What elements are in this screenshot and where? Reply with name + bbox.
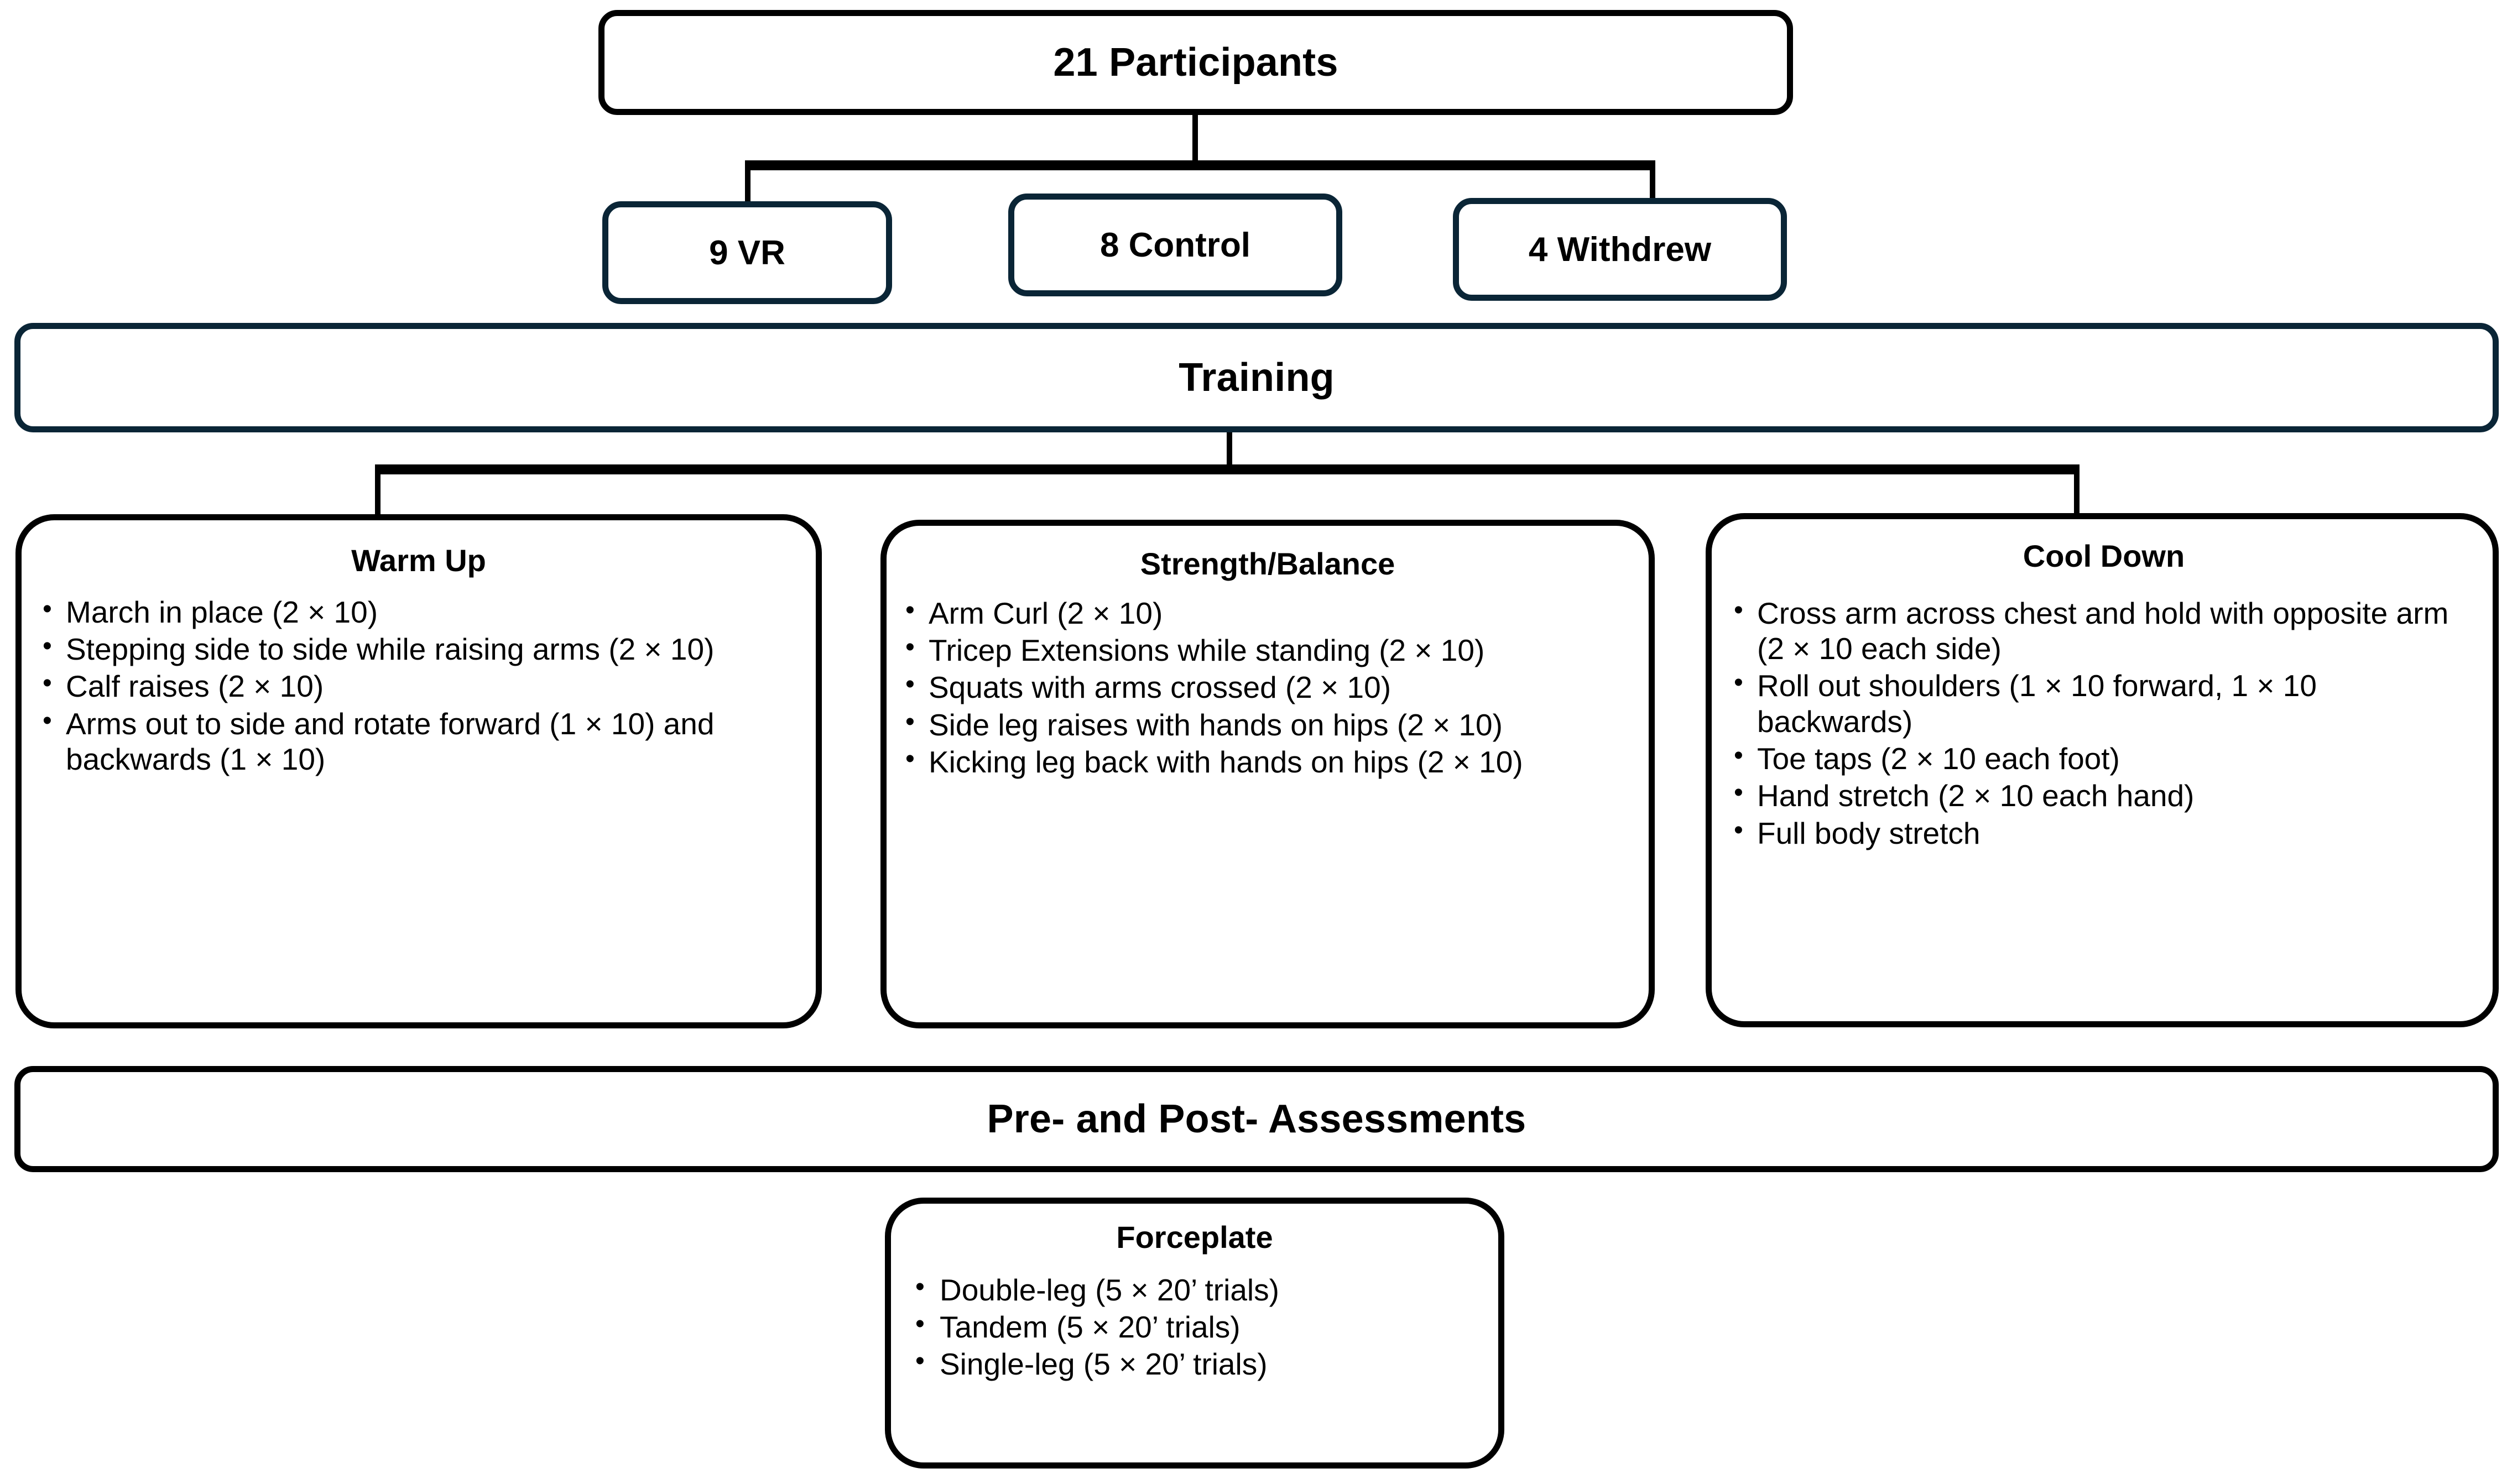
list-item: Roll out shoulders (1 × 10 forward, 1 × … — [1732, 667, 2476, 739]
list-item: Calf raises (2 × 10) — [40, 668, 797, 704]
connector-groups-bus — [745, 160, 1655, 170]
panel-cool-down-title: Cool Down — [2023, 539, 2185, 573]
list-item: Kicking leg back with hands on hips (2 ×… — [903, 744, 1632, 780]
connector-to-warmup — [375, 464, 381, 518]
list-item: Stepping side to side while raising arms… — [40, 631, 797, 667]
node-4-withdrew-label: 4 Withdrew — [1528, 230, 1712, 269]
node-9-vr: 9 VR — [602, 201, 892, 304]
list-item: Single-leg (5 × 20’ trials) — [906, 1346, 1483, 1382]
panel-forceplate: Forceplate Double-leg (5 × 20’ trials) T… — [885, 1198, 1504, 1469]
panel-strength-balance-list: Arm Curl (2 × 10) Tricep Extensions whil… — [903, 595, 1632, 780]
connector-to-vr — [745, 160, 751, 224]
list-item: Arms out to side and rotate forward (1 ×… — [40, 706, 797, 777]
panel-warm-up: Warm Up March in place (2 × 10) Stepping… — [15, 514, 822, 1028]
panel-warm-up-title: Warm Up — [351, 543, 486, 578]
node-8-control: 8 Control — [1008, 194, 1342, 296]
panel-forceplate-title: Forceplate — [1116, 1220, 1273, 1255]
connector-to-cooldown — [2074, 464, 2080, 518]
panel-strength-balance-title: Strength/Balance — [1140, 546, 1395, 581]
node-training: Training — [14, 323, 2499, 432]
node-9-vr-label: 9 VR — [709, 233, 785, 272]
panel-forceplate-list: Double-leg (5 × 20’ trials) Tandem (5 × … — [906, 1272, 1483, 1382]
node-pre-post-assessments: Pre- and Post- Assessments — [14, 1066, 2499, 1172]
panel-cool-down-list: Cross arm across chest and hold with opp… — [1732, 595, 2476, 851]
connector-training-stem — [1227, 432, 1232, 469]
connector-participants-stem — [1192, 115, 1198, 165]
panel-cool-down: Cool Down Cross arm across chest and hol… — [1706, 513, 2499, 1027]
list-item: Toe taps (2 × 10 each foot) — [1732, 740, 2476, 776]
list-item: March in place (2 × 10) — [40, 594, 797, 630]
node-21-participants-label: 21 Participants — [1053, 40, 1338, 85]
list-item: Hand stretch (2 × 10 each hand) — [1732, 777, 2476, 813]
connector-to-withdrew — [1650, 160, 1655, 224]
list-item: Cross arm across chest and hold with opp… — [1732, 595, 2476, 667]
node-21-participants: 21 Participants — [598, 10, 1793, 115]
list-item: Arm Curl (2 × 10) — [903, 595, 1632, 631]
list-item: Squats with arms crossed (2 × 10) — [903, 669, 1632, 705]
node-4-withdrew: 4 Withdrew — [1453, 198, 1787, 301]
panel-warm-up-list: March in place (2 × 10) Stepping side to… — [40, 594, 797, 777]
list-item: Side leg raises with hands on hips (2 × … — [903, 707, 1632, 743]
panel-strength-balance: Strength/Balance Arm Curl (2 × 10) Trice… — [880, 520, 1655, 1028]
node-training-label: Training — [1179, 356, 1335, 400]
connector-panels-bus — [375, 464, 2080, 474]
list-item: Full body stretch — [1732, 815, 2476, 851]
list-item: Double-leg (5 × 20’ trials) — [906, 1272, 1483, 1308]
list-item: Tricep Extensions while standing (2 × 10… — [903, 632, 1632, 668]
list-item: Tandem (5 × 20’ trials) — [906, 1309, 1483, 1345]
node-pre-post-assessments-label: Pre- and Post- Assessments — [987, 1097, 1526, 1141]
node-8-control-label: 8 Control — [1099, 226, 1251, 264]
